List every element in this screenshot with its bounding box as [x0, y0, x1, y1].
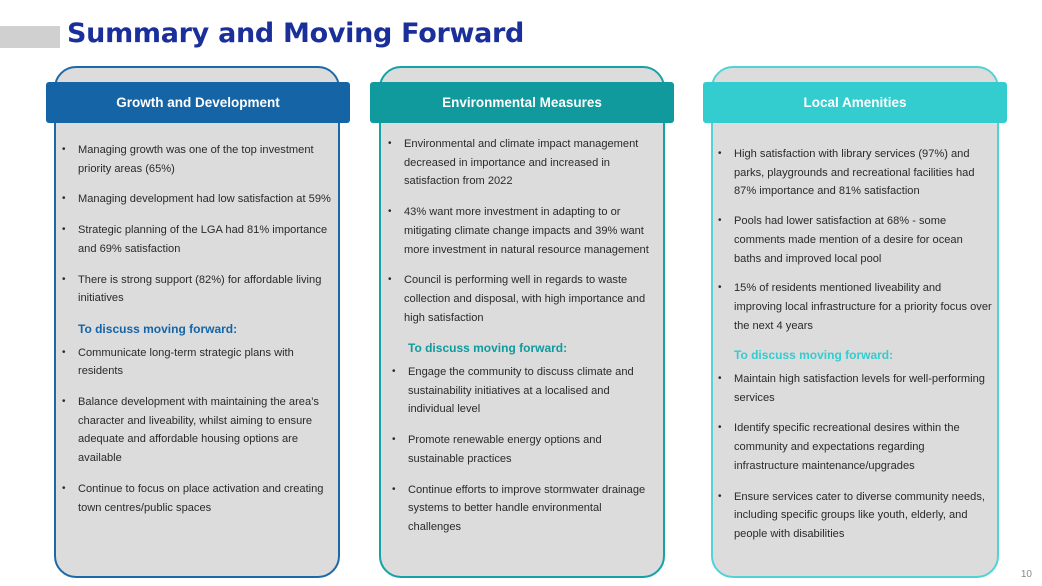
list-item: Engage the community to discuss climate … — [388, 363, 656, 419]
list-item: Continue efforts to improve stormwater d… — [388, 481, 656, 537]
list-item: Promote renewable energy options and sus… — [388, 431, 656, 468]
list-item: Strategic planning of the LGA had 81% im… — [62, 221, 334, 258]
growth-findings-list: Managing growth was one of the top inves… — [62, 141, 334, 308]
growth-actions-list: Communicate long-term strategic plans wi… — [62, 344, 334, 518]
discuss-heading: To discuss moving forward: — [78, 321, 238, 336]
page-title: Summary and Moving Forward — [67, 18, 525, 49]
environment-content: Environmental and climate impact managem… — [388, 135, 656, 549]
list-item: There is strong support (82%) for afford… — [62, 271, 334, 308]
amenities-content: High satisfaction with library services … — [718, 145, 992, 556]
list-item: Balance development with maintaining the… — [62, 393, 334, 468]
list-item: Managing development had low satisfactio… — [62, 190, 334, 209]
list-item: Managing growth was one of the top inves… — [62, 141, 334, 178]
list-item: Council is performing well in regards to… — [388, 271, 656, 327]
growth-content: Managing growth was one of the top inves… — [62, 141, 334, 529]
amenities-heading: Local Amenities — [703, 82, 1007, 123]
list-item: Environmental and climate impact managem… — [388, 135, 656, 191]
growth-heading: Growth and Development — [46, 82, 350, 123]
page-number: 10 — [1020, 569, 1032, 580]
title-accent-bar — [0, 26, 60, 48]
environment-findings-list: Environmental and climate impact managem… — [388, 135, 656, 327]
list-item: Identify specific recreational desires w… — [718, 419, 992, 475]
environment-actions-list: Engage the community to discuss climate … — [388, 363, 656, 537]
list-item: Continue to focus on place activation an… — [62, 480, 334, 517]
list-item: Communicate long-term strategic plans wi… — [62, 344, 334, 381]
amenities-findings-list: High satisfaction with library services … — [718, 145, 992, 335]
discuss-heading: To discuss moving forward: — [408, 341, 568, 356]
list-item: Ensure services cater to diverse communi… — [718, 488, 992, 544]
amenities-actions-list: Maintain high satisfaction levels for we… — [718, 370, 992, 544]
list-item: High satisfaction with library services … — [718, 145, 992, 201]
discuss-heading: To discuss moving forward: — [734, 348, 894, 363]
list-item: Pools had lower satisfaction at 68% - so… — [718, 212, 992, 268]
list-item: 43% want more investment in adapting to … — [388, 203, 656, 259]
list-item: 15% of residents mentioned liveability a… — [718, 279, 992, 335]
list-item: Maintain high satisfaction levels for we… — [718, 370, 992, 407]
environment-heading: Environmental Measures — [370, 82, 674, 123]
